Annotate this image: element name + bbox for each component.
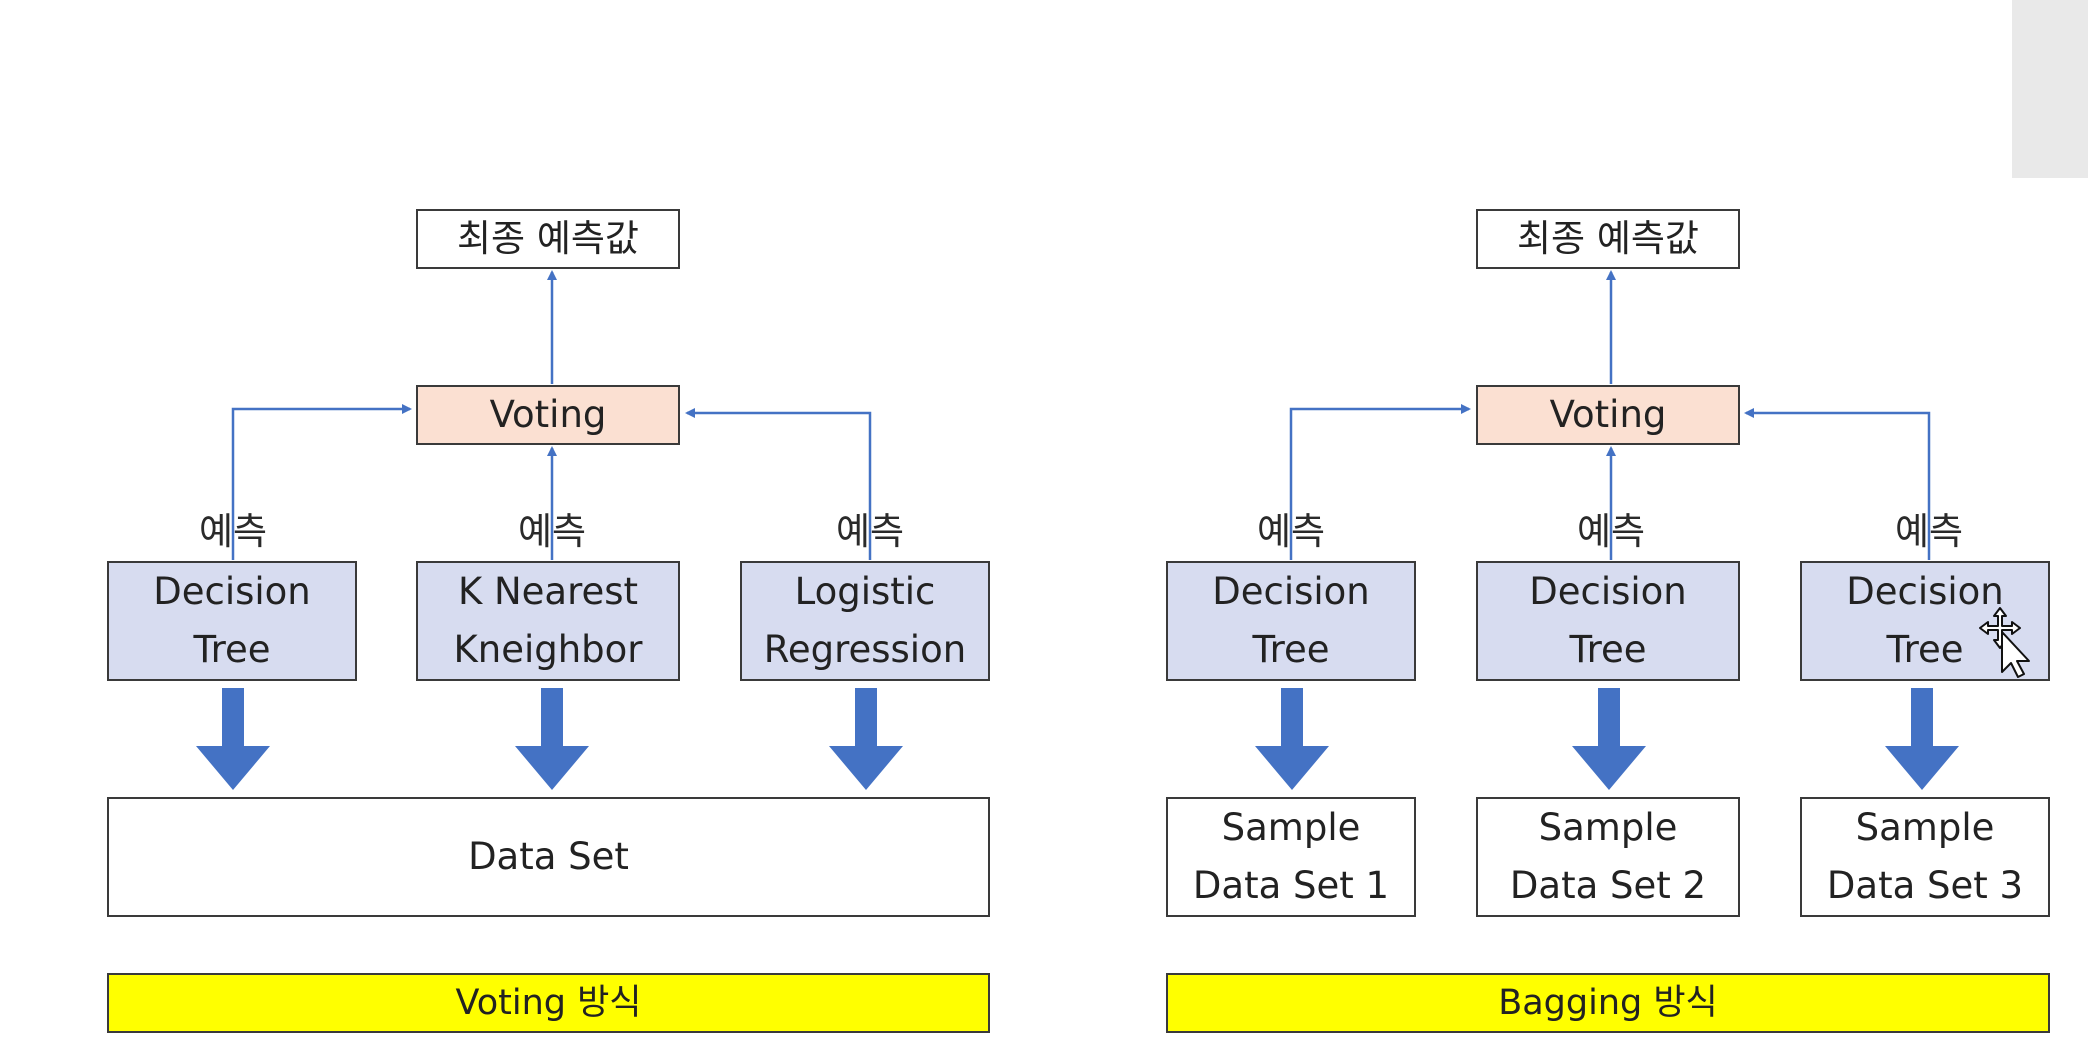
- sample-dataset-box: Sample Data Set 1: [1166, 797, 1416, 917]
- voting-box: Voting: [1476, 385, 1740, 445]
- voting-box: Voting: [416, 385, 680, 445]
- data-to-model-arrow: [1885, 688, 1959, 790]
- final-prediction-label: 최종 예측값: [1517, 217, 1699, 260]
- data-to-model-arrow: [1572, 688, 1646, 790]
- voting-method-caption: Voting 방식: [107, 973, 990, 1033]
- model-label-line1: Logistic: [794, 570, 936, 613]
- voting-label: Voting: [1549, 393, 1667, 436]
- prediction-label: 예측: [198, 510, 268, 553]
- model-label-line2: Regression: [763, 628, 967, 671]
- model-label-line1: Decision: [1529, 570, 1687, 613]
- model1-to-voting-arrow: [231, 404, 412, 560]
- model3-to-voting-arrow: [1744, 408, 1931, 560]
- model-decision-tree: Decision Tree: [1166, 561, 1416, 681]
- model-label-line2: Kneighbor: [453, 628, 643, 671]
- model-label-line1: K Nearest: [457, 570, 639, 613]
- model-label-line2: Tree: [1569, 628, 1647, 671]
- dataset-label-line1: Sample: [1221, 806, 1361, 849]
- model-label-line2: Tree: [193, 628, 271, 671]
- prediction-label: 예측: [1894, 510, 1964, 553]
- dataset-label-line2: Data Set 1: [1192, 864, 1390, 907]
- dataset-label-line1: Sample: [1538, 806, 1678, 849]
- dataset-box: Data Set: [107, 797, 990, 917]
- model-logistic-regression: Logistic Regression: [740, 561, 990, 681]
- model-label-line1: Decision: [153, 570, 311, 613]
- model-label-line1: Decision: [1846, 570, 2004, 613]
- model-label-line2: Tree: [1886, 628, 1964, 671]
- sample-dataset-box: Sample Data Set 3: [1800, 797, 2050, 917]
- side-panel-edge: [2012, 0, 2088, 178]
- final-prediction-label: 최종 예측값: [457, 217, 639, 260]
- model-decision-tree: Decision Tree: [1800, 561, 2050, 681]
- model-label-line2: Tree: [1252, 628, 1330, 671]
- prediction-label: 예측: [835, 510, 905, 553]
- data-to-model-arrow: [829, 688, 903, 790]
- model1-to-voting-arrow: [1289, 404, 1471, 560]
- model3-to-voting-arrow: [685, 408, 872, 560]
- model-k-nearest: K Nearest Kneighbor: [416, 561, 680, 681]
- final-prediction-box: 최종 예측값: [1476, 209, 1740, 269]
- prediction-label: 예측: [1256, 510, 1326, 553]
- model-decision-tree: Decision Tree: [1476, 561, 1740, 681]
- final-prediction-box: 최종 예측값: [416, 209, 680, 269]
- voting-label: Voting: [489, 393, 607, 436]
- model-label-line1: Decision: [1212, 570, 1370, 613]
- data-to-model-arrow: [196, 688, 270, 790]
- data-to-model-arrow: [1255, 688, 1329, 790]
- bagging-method-caption: Bagging 방식: [1166, 973, 2050, 1033]
- dataset-label-line1: Sample: [1855, 806, 1995, 849]
- model-decision-tree: Decision Tree: [107, 561, 357, 681]
- dataset-label: Data Set: [468, 835, 629, 878]
- prediction-label: 예측: [1576, 510, 1646, 553]
- prediction-label: 예측: [517, 510, 587, 553]
- dataset-label-line2: Data Set 2: [1509, 864, 1707, 907]
- dataset-label-line2: Data Set 3: [1826, 864, 2024, 907]
- data-to-model-arrow: [515, 688, 589, 790]
- caption-text: Bagging 방식: [1498, 983, 1718, 1023]
- move-cursor-icon: [1979, 607, 2030, 678]
- caption-text: Voting 방식: [455, 983, 642, 1023]
- sample-dataset-box: Sample Data Set 2: [1476, 797, 1740, 917]
